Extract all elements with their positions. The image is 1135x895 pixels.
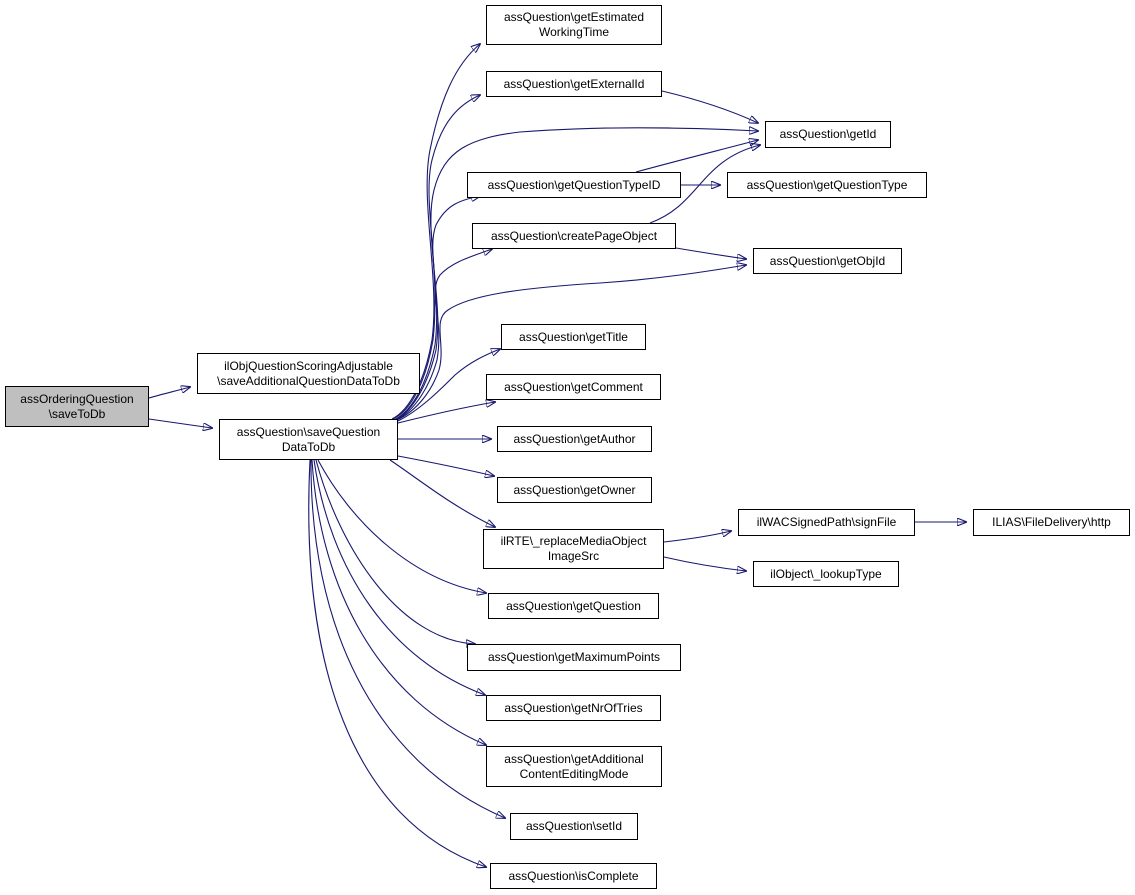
edge-n2-n5 [393, 128, 758, 421]
node-assquestion-setid[interactable]: assQuestion\setId [510, 813, 638, 840]
edge-n2-n23 [308, 459, 486, 867]
edge-n2-n20 [313, 459, 485, 695]
edge-n2-n19 [315, 459, 475, 644]
node-ilias-filedelivery-http[interactable]: ILIAS\FileDelivery\http [973, 509, 1130, 536]
edge-n2-n11 [397, 402, 495, 424]
node-label: assQuestion\getAdditional [504, 751, 644, 766]
node-label: assQuestion\setId [525, 819, 623, 833]
node-ilwacsignedpath-signfile[interactable]: ilWACSignedPath\signFile [738, 509, 915, 536]
edge-n2-n14 [389, 459, 495, 527]
node-label: assQuestion\getExternalId [503, 76, 645, 91]
node-assquestion-getnroftries[interactable]: assQuestion\getNrOfTries [486, 695, 661, 721]
node-assquestion-getowner[interactable]: assQuestion\getOwner [497, 477, 652, 503]
node-label: assQuestion\saveQuestion [236, 424, 381, 439]
node-assquestion-getquestiontype[interactable]: assQuestion\getQuestionType [727, 172, 927, 198]
node-label: assQuestion\getComment [504, 379, 643, 394]
edge-n2-n10 [397, 349, 500, 422]
edge-n8-n5 [649, 145, 760, 224]
edge-n2-n22 [310, 459, 505, 818]
node-assorderingquestion-savetodb: assOrderingQuestion \saveToDb [5, 386, 149, 427]
node-label: assQuestion\getObjId [769, 253, 886, 268]
node-label: WorkingTime [538, 25, 609, 39]
node-label: ilRTE\_replaceMediaObject [500, 534, 647, 548]
node-assquestion-savequestiondatatodb[interactable]: assQuestion\saveQuestion DataToDb [219, 419, 398, 460]
node-label: assQuestion\getQuestionType [746, 177, 908, 192]
node-label: ilObjQuestionScoringAdjustable [224, 358, 393, 373]
edge-n2-n9 [396, 265, 746, 421]
node-label: assQuestion\getEstimated [503, 10, 645, 24]
node-assquestion-getcomment[interactable]: assQuestion\getComment [486, 374, 661, 400]
node-label: ContentEditingMode [519, 766, 629, 781]
node-label: ImageSrc [547, 549, 600, 563]
node-label: assQuestion\getId [779, 127, 877, 141]
edge-n0-n2 [148, 418, 212, 428]
node-assquestion-gettitle[interactable]: assQuestion\getTitle [501, 324, 646, 350]
node-label: assQuestion\createPageObject [490, 228, 658, 243]
node-label: assQuestion\getQuestionTypeID [487, 177, 661, 192]
node-assquestion-createpageobject[interactable]: assQuestion\createPageObject [472, 223, 676, 249]
edge-n2-n13 [397, 455, 494, 476]
node-label: assQuestion\getAuthor [513, 431, 636, 446]
node-assquestion-getauthor[interactable]: assQuestion\getAuthor [497, 426, 652, 452]
node-label: ilObject\_lookupType [770, 566, 882, 581]
node-assquestion-getquestion[interactable]: assQuestion\getQuestion [488, 593, 659, 619]
node-label: assQuestion\isComplete [508, 868, 639, 883]
node-label: DataToDb [281, 439, 336, 454]
node-assquestion-getestimatedworkingtime[interactable]: assQuestion\getEstimated WorkingTime [486, 5, 662, 45]
edge-n4-n5 [661, 90, 758, 123]
node-assquestion-iscomplete[interactable]: assQuestion\isComplete [490, 863, 657, 889]
node-assquestion-getadditionalcontenteditingmode[interactable]: assQuestion\getAdditional ContentEditing… [486, 746, 662, 787]
edge-n2-n3 [391, 44, 480, 420]
node-assquestion-getquestiontypeid[interactable]: assQuestion\getQuestionTypeID [467, 172, 681, 198]
node-assquestion-getobjid[interactable]: assQuestion\getObjId [753, 248, 902, 274]
node-label: assQuestion\getTitle [519, 329, 628, 344]
node-label: assQuestion\getMaximumPoints [487, 650, 661, 664]
node-ilobjquestionscoringadjustable-saveadditionalquestiondatatodb[interactable]: ilObjQuestionScoringAdjustable \saveAddi… [197, 353, 420, 394]
node-label: assQuestion\getOwner [513, 482, 636, 497]
edge-n2-n8 [395, 249, 492, 421]
node-label: assQuestion\getQuestion [506, 598, 641, 613]
node-label: ilWACSignedPath\signFile [756, 515, 897, 529]
node-assquestion-getid[interactable]: assQuestion\getId [765, 121, 891, 148]
node-label: ILIAS\FileDelivery\http [992, 515, 1111, 529]
node-label: \saveToDb [48, 406, 106, 421]
node-assquestion-getmaximumpoints[interactable]: assQuestion\getMaximumPoints [467, 644, 681, 671]
node-ilobject-lookuptype[interactable]: ilObject\_lookupType [753, 561, 899, 587]
edge-n14-n15 [663, 531, 731, 543]
node-ilrte-replacemediaobjectimagesrc[interactable]: ilRTE\_replaceMediaObject ImageSrc [483, 529, 664, 569]
edge-n14-n17 [663, 556, 746, 571]
edge-n2-n18 [317, 459, 486, 593]
edge-n0-n1 [148, 387, 190, 399]
node-label: assOrderingQuestion [20, 391, 134, 406]
edge-n8-n9 [675, 247, 746, 259]
node-assquestion-getexternalid[interactable]: assQuestion\getExternalId [486, 71, 662, 97]
edge-n2-n21 [311, 459, 486, 745]
node-label: assQuestion\getNrOfTries [504, 700, 643, 715]
node-label: \saveAdditionalQuestionDataToDb [217, 373, 400, 388]
edge-n6-n5 [635, 140, 758, 173]
